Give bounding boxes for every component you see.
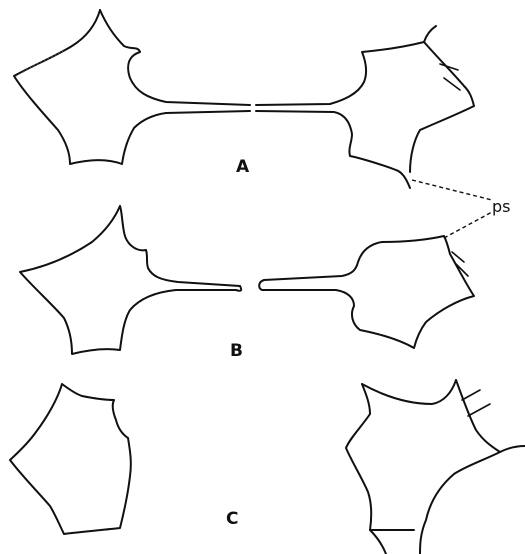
panel-a-right-cell-outer: [409, 41, 475, 173]
panel-b-right-cell: [258, 235, 475, 349]
panel-c: C: [9, 379, 525, 554]
panel-a-right-bristle-1: [439, 63, 459, 71]
panel-c-right-cell-left: [345, 383, 415, 531]
panel-b-left-cell: [19, 205, 243, 355]
ps-callout: ps: [411, 179, 511, 239]
panel-c-right-bristle-1: [461, 389, 481, 401]
panel-b-label: B: [230, 341, 243, 361]
ps-pointer-lower: [443, 211, 493, 239]
panel-a-left-notch: [99, 9, 251, 106]
panel-a-right-cell-upper: [255, 25, 437, 106]
ps-label: ps: [492, 197, 511, 216]
panel-c-right-cell: [361, 379, 501, 554]
panel-c-right-cell-tail: [499, 445, 525, 453]
panel-a-right-cell-lower: [255, 110, 411, 189]
panel-b-right-bristle-1: [451, 251, 465, 263]
panel-c-label: C: [226, 509, 238, 529]
panel-a-left-faint-edge: [15, 49, 67, 77]
ps-pointer-upper: [411, 179, 493, 201]
panel-b: B: [19, 205, 475, 361]
panel-c-right-bristle-2: [467, 403, 491, 417]
panel-c-right-cell-bottom: [369, 529, 387, 554]
panel-a-right-bristle-2: [443, 77, 461, 91]
panel-a: A: [13, 9, 475, 189]
panel-c-left-cell: [9, 383, 132, 535]
panel-b-right-bristle-2: [455, 263, 469, 277]
panel-a-left-cell: [13, 9, 251, 165]
panel-a-label: A: [236, 157, 250, 177]
